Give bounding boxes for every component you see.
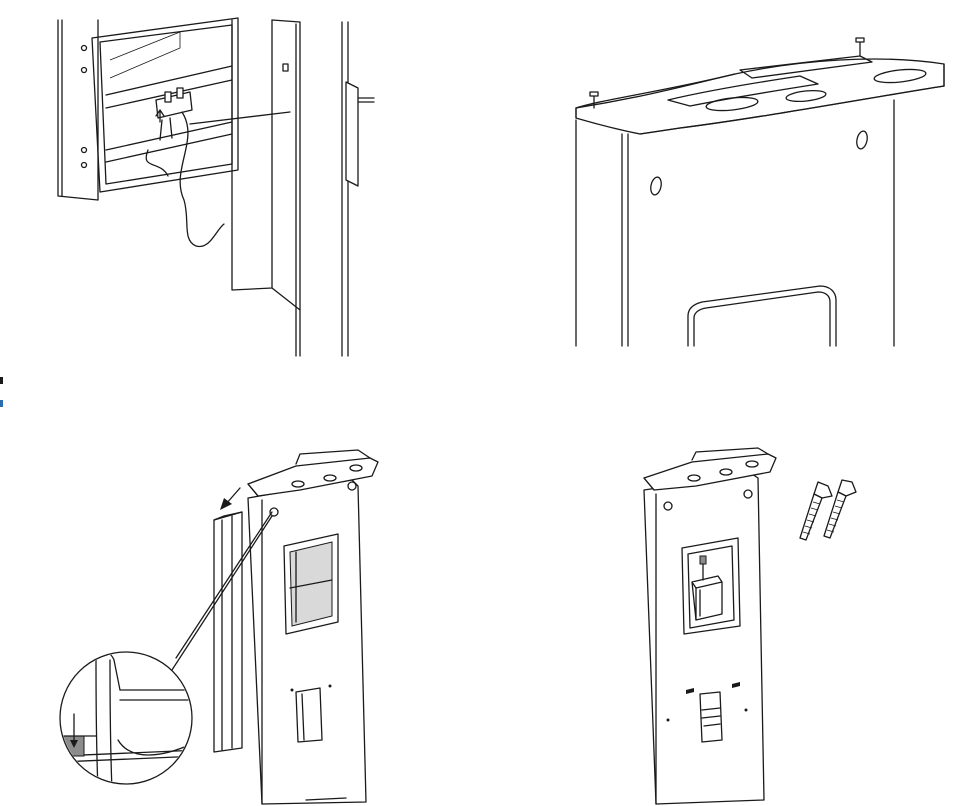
bolt-icon	[799, 481, 833, 541]
panel-2-top-cap	[575, 37, 945, 347]
panel-3-side-attach	[59, 449, 379, 805]
bolt-icon	[823, 479, 857, 539]
terminal-block	[155, 87, 193, 141]
arrow-up-icon	[155, 109, 165, 123]
panel-4-assembled	[643, 447, 857, 805]
edge-marker	[0, 377, 3, 407]
cable-icon	[179, 111, 225, 248]
screw-icon	[855, 37, 865, 57]
arrow-down-icon	[220, 487, 241, 510]
junction-box-icon	[691, 555, 723, 621]
detail-callout	[59, 651, 193, 785]
screw-icon	[589, 91, 599, 109]
panel-1-wiring-view	[57, 17, 375, 357]
